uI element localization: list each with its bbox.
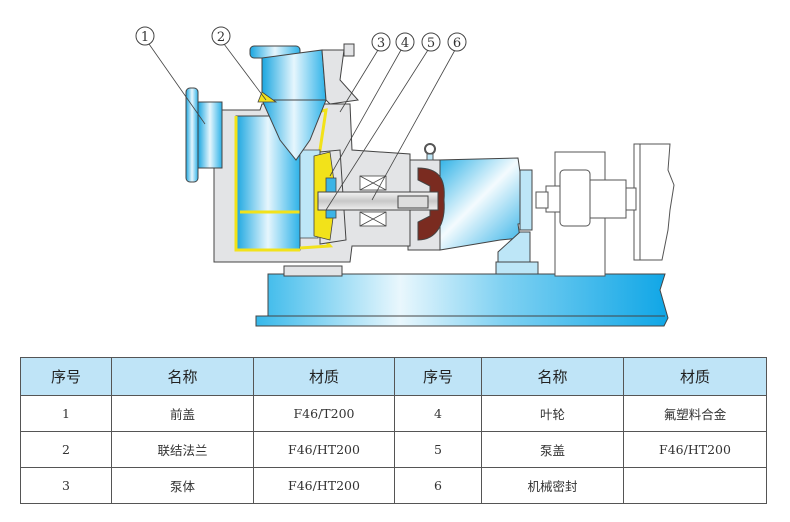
callout-4: 4 xyxy=(395,32,415,52)
cell-name: 前盖 xyxy=(111,395,254,432)
callout-label: 4 xyxy=(401,36,409,51)
header-no: 序号 xyxy=(394,357,482,396)
discharge-nozzle xyxy=(249,43,359,161)
callout-label: 6 xyxy=(453,36,461,51)
cell-material: F46/HT200 xyxy=(623,431,767,468)
callout-label: 1 xyxy=(141,30,149,45)
cell-material: F46/HT200 xyxy=(253,431,395,468)
callout-label: 2 xyxy=(217,30,225,45)
cell-no: 2 xyxy=(20,431,112,468)
header-name: 名称 xyxy=(111,357,254,396)
motor-and-coupling xyxy=(535,143,675,277)
cell-no: 1 xyxy=(20,395,112,432)
header-no: 序号 xyxy=(20,357,112,396)
cell-name: 联结法兰 xyxy=(111,431,254,468)
table-row: 3 泵体 F46/HT200 6 机械密封 xyxy=(20,467,767,504)
cell-name: 泵盖 xyxy=(481,431,624,468)
callout-label: 3 xyxy=(377,36,385,51)
pump-cross-section-diagram: 1 2 3 4 5 6 xyxy=(135,26,675,327)
cell-material: 氟塑料合金 xyxy=(623,395,767,432)
cell-material xyxy=(623,467,767,504)
parts-table: 序号 名称 材质 序号 名称 材质 1 前盖 F46/T200 4 叶轮 氟塑料… xyxy=(20,357,767,504)
table-row: 2 联结法兰 F46/HT200 5 泵盖 F46/HT200 xyxy=(20,431,767,468)
shaft xyxy=(317,175,439,227)
cell-material: F46/T200 xyxy=(253,395,395,432)
callout-6: 6 xyxy=(447,32,467,52)
table-header-row: 序号 名称 材质 序号 名称 材质 xyxy=(20,357,767,396)
callout-3: 3 xyxy=(371,32,391,52)
header-name: 名称 xyxy=(481,357,624,396)
cell-name: 机械密封 xyxy=(481,467,624,504)
callout-5: 5 xyxy=(421,32,441,52)
callout-leaders xyxy=(148,43,456,211)
table-row: 1 前盖 F46/T200 4 叶轮 氟塑料合金 xyxy=(20,395,767,432)
callout-1: 1 xyxy=(135,26,155,46)
cell-name: 泵体 xyxy=(111,467,254,504)
header-material: 材质 xyxy=(623,357,767,396)
cell-no: 5 xyxy=(394,431,482,468)
cell-material: F46/HT200 xyxy=(253,467,395,504)
callout-2: 2 xyxy=(211,26,231,46)
inlet-flange xyxy=(185,87,223,183)
cell-no: 4 xyxy=(394,395,482,432)
header-material: 材质 xyxy=(253,357,395,396)
cell-no: 3 xyxy=(20,467,112,504)
cell-no: 6 xyxy=(394,467,482,504)
callout-label: 5 xyxy=(427,36,435,51)
base-plate xyxy=(255,265,669,327)
cell-name: 叶轮 xyxy=(481,395,624,432)
